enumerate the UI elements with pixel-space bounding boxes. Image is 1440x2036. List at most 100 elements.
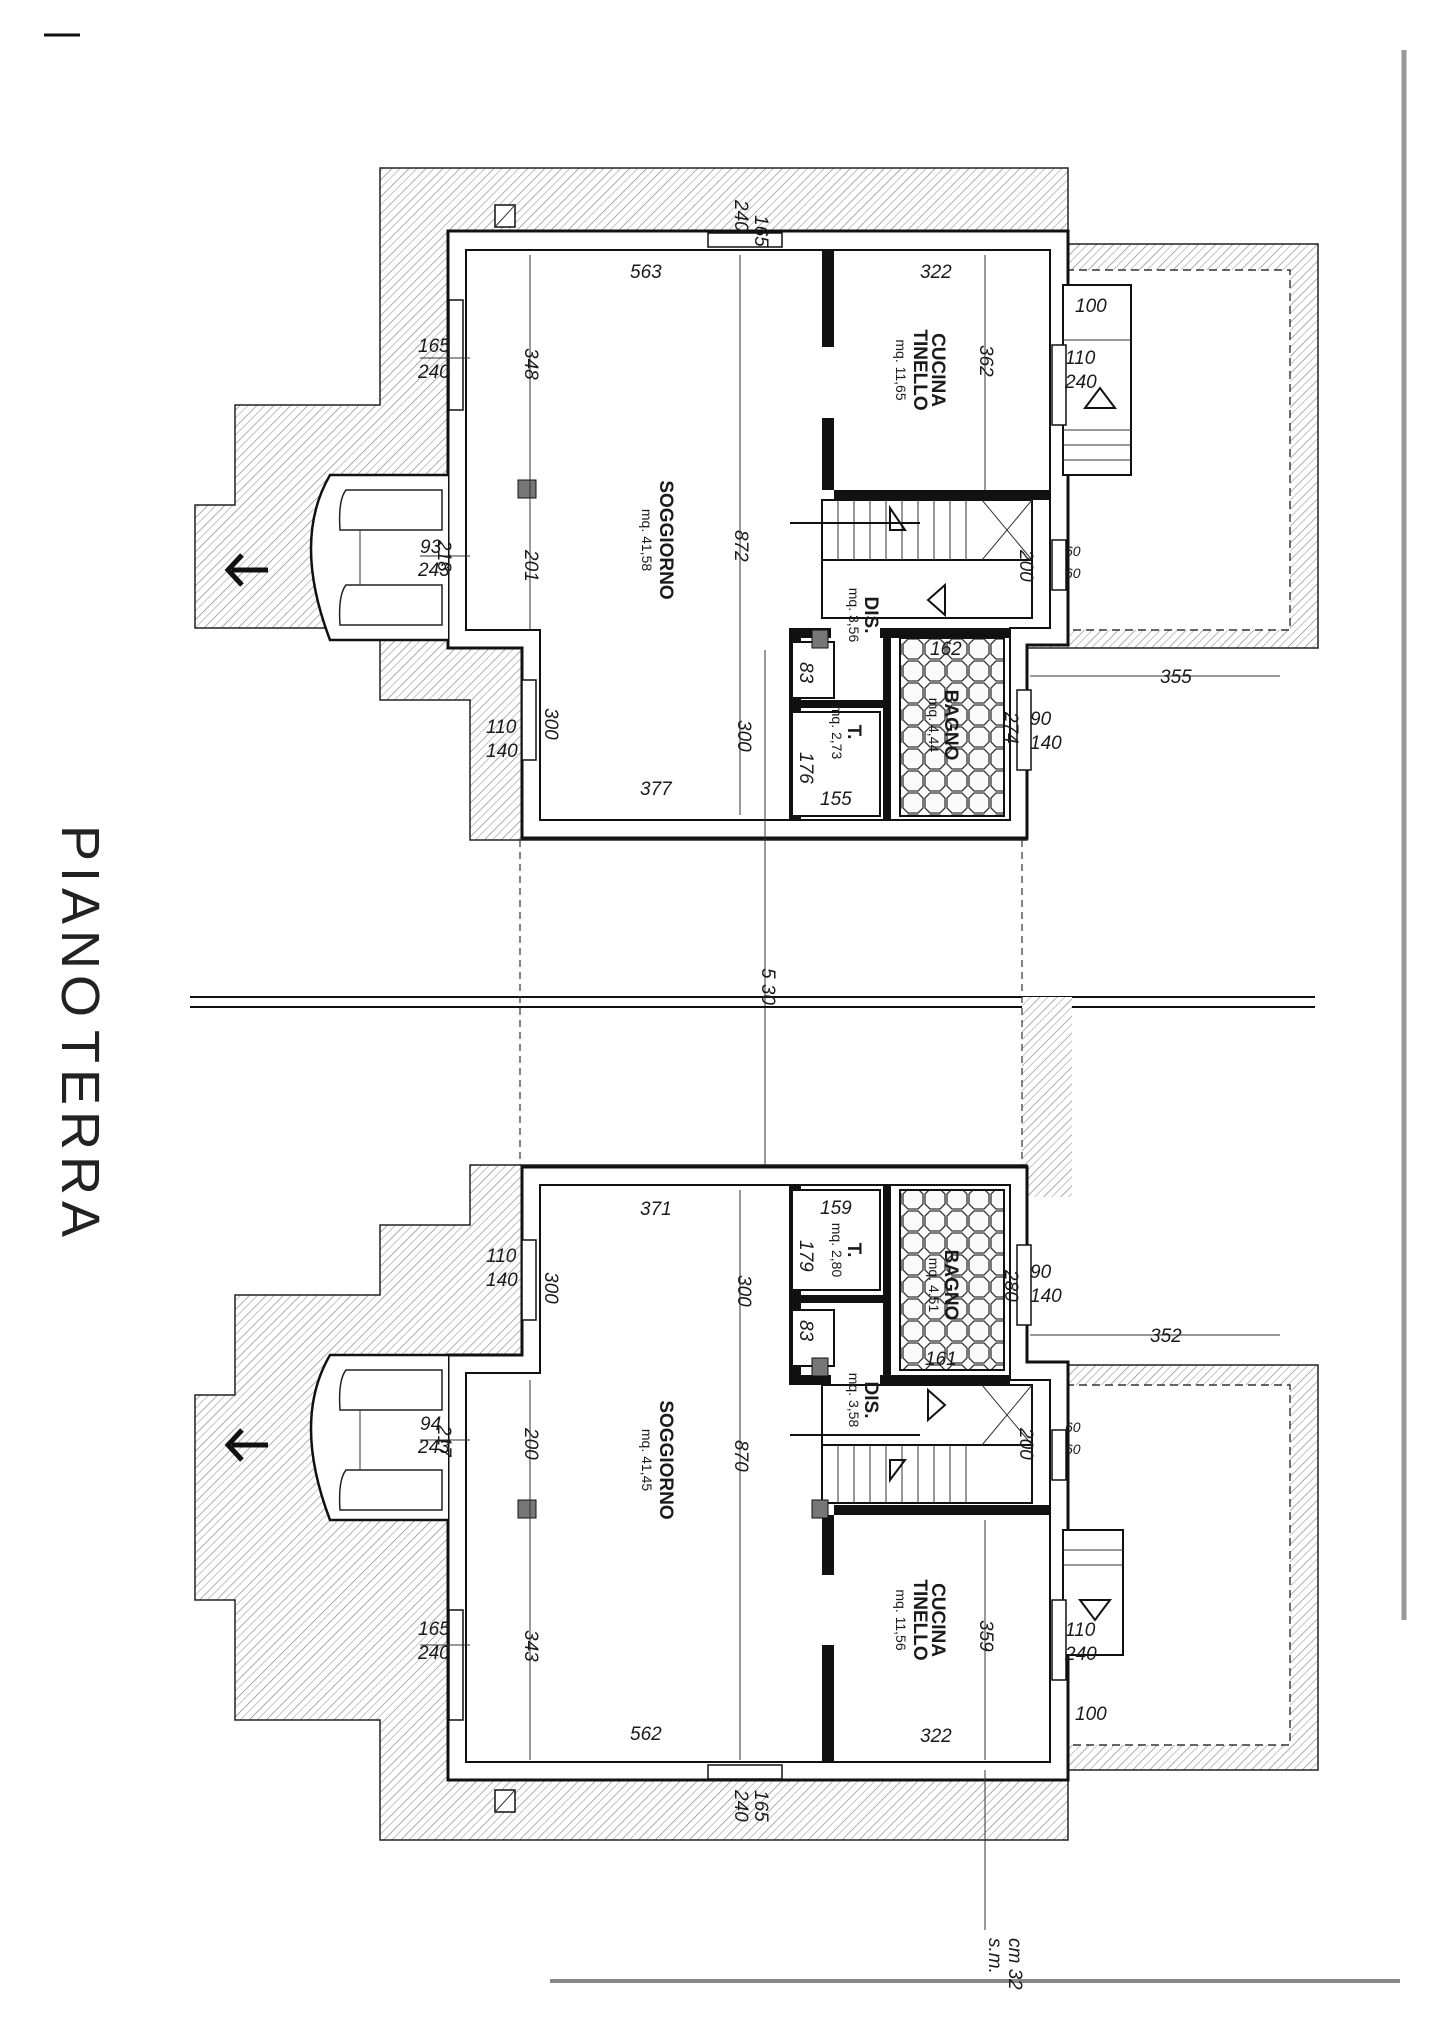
dim-90-b: 90 [1030,1262,1052,1283]
dim-300-b: 300 [733,720,754,752]
dim-240-left: 240 [417,362,450,383]
bagno-label-a: BAGNO [940,690,961,761]
dimension-lines [420,255,1280,1170]
dim-60-b-b: 60 [1065,1441,1081,1457]
dim-355: 355 [1160,667,1192,688]
dim-165-left-b: 165 [418,1619,450,1640]
dim-165-top: 165 [750,215,771,247]
dis-label-a: DIS. [860,597,881,634]
kitchen-steps [1062,284,1132,476]
dim-176: 176 [795,752,816,784]
soggiorno-area-a: mq. 41,58 [639,509,655,571]
dim-94: 94 [420,1414,441,1435]
closet-b [791,1309,835,1367]
entrance-porch [309,473,448,642]
title-piano: PIANO [50,825,110,1023]
unit-a: SOGGIORNO mq. 41,58 CUCINA TINELLO mq. 1… [194,167,1319,1170]
dim-140-right-b: 140 [1030,1286,1062,1307]
dim-140-left: 140 [486,741,518,762]
dim-60-a: 60 [1065,543,1081,559]
dim-243: 243 [417,560,450,581]
dim-83: 83 [795,662,816,684]
dim-280: 280 [1000,1269,1021,1302]
dim-562: 562 [630,1724,662,1745]
dis-label-b: DIS. [860,1382,881,1419]
dim-110-left: 110 [486,717,517,738]
staircase-b [790,1384,1033,1504]
dim-179: 179 [795,1240,816,1272]
bagno-label-b: BAGNO [940,1250,961,1321]
entrance-arrow-b [224,1428,268,1462]
staircase [790,499,1033,619]
windows-b [448,1239,1067,1813]
dim-60-a-b: 60 [1065,1419,1081,1435]
dim-218: 218 [433,539,454,572]
section-mark-line1: s.m. [984,1938,1005,1974]
dim-200: 200 [1015,549,1036,582]
bagno-area-b: mq. 4,51 [926,1258,942,1313]
dim-377: 377 [640,779,673,800]
dim-359: 359 [975,1620,996,1652]
dim-155: 155 [820,789,852,810]
dim-161: 161 [925,1349,957,1370]
soggiorno-label-b: SOGGIORNO [655,1400,676,1519]
bathroom-tiles-b [899,1189,1005,1371]
dim-201: 201 [520,549,541,582]
dim-165-left: 165 [418,336,450,357]
dim-100-b: 100 [1075,1704,1107,1725]
tinello-label-b: TINELLO [909,1579,930,1660]
dim-240-right-b: 240 [1064,1644,1097,1665]
unit-b: SOGGIORNO mq. 41,45 CUCINA TINELLO mq. 1… [194,1164,1319,1930]
dim-240-left-b: 240 [417,1643,450,1664]
dim-93: 93 [420,537,442,558]
dim-100: 100 [1075,296,1107,317]
dim-240-top: 240 [730,199,751,232]
entrance-arrow [224,553,268,587]
dim-870: 870 [730,1440,751,1472]
dim-563: 563 [630,262,662,283]
title-terra: TERRA [50,1030,110,1243]
entrance-porch-b [309,1353,448,1522]
dim-371: 371 [640,1199,672,1220]
property-boundary [190,840,1315,1197]
dimension-lines-b [420,1190,1280,1930]
dim-165-bottom: 165 [750,1790,771,1822]
separation-distance: 5 30 [757,968,778,1005]
dim-162: 162 [930,639,962,660]
dim-348: 348 [520,348,541,380]
toilet-room-b [791,1189,881,1291]
soggiorno-area-b: mq. 41,45 [639,1429,655,1491]
dim-243-b: 243 [417,1437,450,1458]
dim-300-a-b: 300 [540,1272,561,1304]
soggiorno-label-a: SOGGIORNO [655,480,676,599]
bagno-area-a: mq. 4,44 [926,698,942,753]
t-label-b: T. [843,1243,864,1258]
dim-140-left-b: 140 [486,1270,518,1291]
dim-240-bottom: 240 [730,1789,751,1822]
t-label-a: T. [843,725,864,740]
dim-300-a: 300 [540,708,561,740]
tinello-label-a: TINELLO [909,329,930,410]
dim-200-c: 200 [1015,1427,1036,1460]
dim-217: 217 [433,1424,454,1458]
cucina-label-a: CUCINA [927,333,948,407]
dim-110-right: 110 [1065,348,1096,369]
dim-90: 90 [1030,709,1052,730]
section-mark-line2: cm 32 [1004,1938,1025,1990]
dim-83-b: 83 [795,1320,816,1342]
dis-area-a: mq. 3,56 [846,588,862,643]
dim-352: 352 [1150,1326,1182,1347]
dim-322: 322 [920,262,952,283]
dim-274: 274 [1000,711,1021,744]
cucina-area-a: mq. 11,65 [893,339,909,400]
dim-240-right: 240 [1064,372,1097,393]
dim-110-right-b: 110 [1065,1620,1096,1641]
windows [448,204,1067,771]
dim-872: 872 [730,530,751,562]
t-area-a: mq. 2,73 [829,705,845,760]
cucina-label-b: CUCINA [927,1583,948,1657]
dim-159: 159 [820,1198,852,1219]
dim-362: 362 [975,345,996,377]
closet [791,641,835,699]
